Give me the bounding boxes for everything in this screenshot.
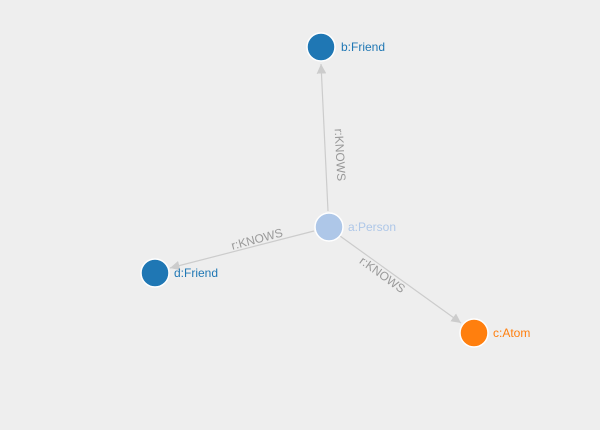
edge-line[interactable] (316, 63, 329, 212)
edge-a-d[interactable]: r:KNOWS (169, 226, 315, 271)
node-label: c:Atom (493, 326, 530, 340)
nodes-layer: a:Person b:Friend c:Atom d:Friend (140, 32, 530, 348)
edge-line[interactable] (169, 230, 315, 271)
node-label: a:Person (348, 220, 396, 234)
node-circle[interactable] (306, 32, 336, 62)
node-circle[interactable] (314, 212, 344, 242)
node-a[interactable]: a:Person (314, 212, 396, 242)
edge-label: r:KNOWS (230, 226, 285, 253)
edge-label: r:KNOWS (332, 128, 349, 181)
node-d[interactable]: d:Friend (140, 258, 218, 288)
edge-a-b[interactable]: r:KNOWS (316, 63, 349, 212)
node-circle[interactable] (459, 318, 489, 348)
node-circle[interactable] (140, 258, 170, 288)
edge-a-c[interactable]: r:KNOWS (339, 235, 462, 324)
node-c[interactable]: c:Atom (459, 318, 530, 348)
node-b[interactable]: b:Friend (306, 32, 385, 62)
node-label: b:Friend (341, 40, 385, 54)
edge-label: r:KNOWS (357, 254, 408, 296)
edge-line[interactable] (339, 235, 462, 324)
node-label: d:Friend (174, 266, 218, 280)
edges-layer: r:KNOWS r:KNOWS r:KNOWS (169, 63, 462, 324)
